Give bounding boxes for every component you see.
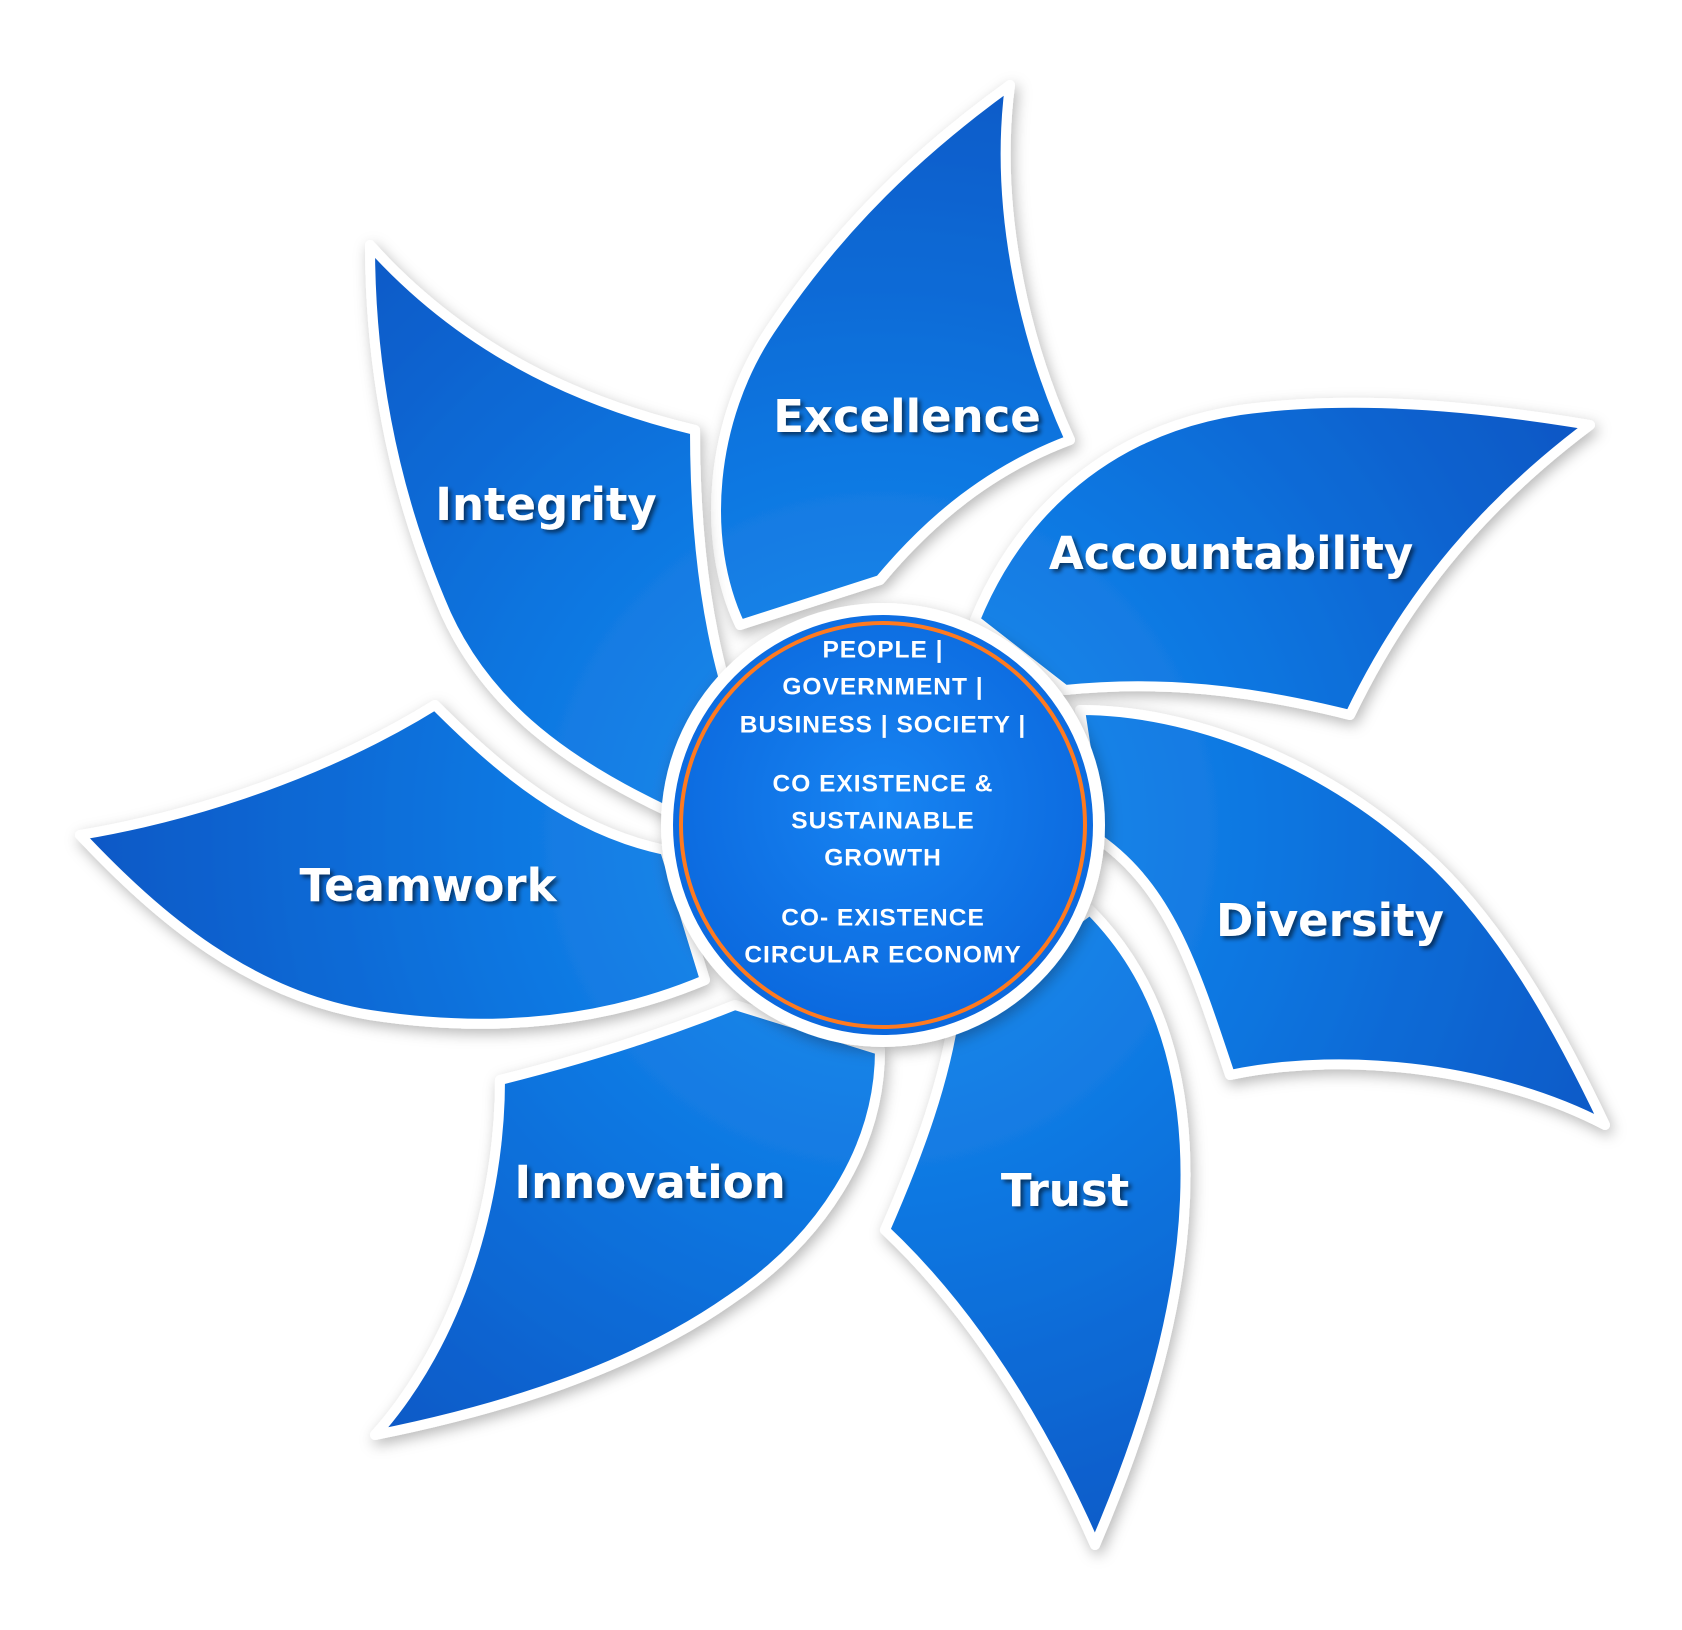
petal-innovation-shape [370,1000,885,1440]
hub-line-growth: GROWTH [824,844,942,871]
hub-line-coexistence: CO EXISTENCE & [773,770,994,797]
hub-line-co-existence: CO- EXISTENCE [781,904,985,931]
label-excellence: Excellence [773,390,1041,443]
petal-accountability-shape [970,397,1595,720]
hub-orange-ring [679,621,1087,1029]
hub-line-sustainable: SUSTAINABLE [791,807,974,834]
hub-line-people: PEOPLE | [822,636,943,663]
petal-teamwork-shape [75,700,710,1029]
label-diversity: Diversity [1216,894,1444,947]
hub-fill [673,615,1093,1035]
petals-group [75,80,1610,1550]
label-teamwork: Teamwork [299,859,557,912]
petal-labels-group: Excellence Accountability Diversity Trus… [299,390,1444,1217]
petal-trust-shape [880,905,1191,1550]
hub-line-circular-economy: CIRCULAR ECONOMY [744,941,1021,968]
hub-line-government: GOVERNMENT | [782,673,983,700]
central-hub: PEOPLE | GOVERNMENT | BUSINESS | SOCIETY… [661,603,1105,1047]
label-innovation: Innovation [514,1156,785,1209]
petal-diversity-shape [1075,705,1610,1130]
label-accountability: Accountability [1049,527,1413,580]
hub-line-business-society: BUSINESS | SOCIETY | [740,711,1027,738]
petal-excellence-shape [711,80,1075,630]
petal-integrity-shape [365,240,735,815]
label-trust: Trust [1001,1164,1129,1217]
label-integrity: Integrity [435,478,656,531]
